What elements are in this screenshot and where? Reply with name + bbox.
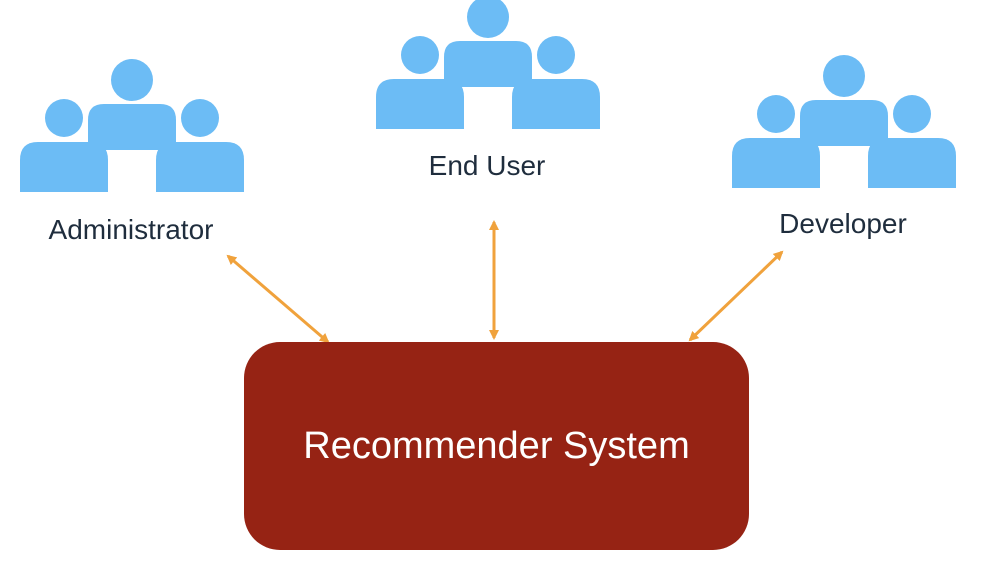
recommender-system-box: Recommender System xyxy=(244,342,749,550)
arrow-developer-system xyxy=(688,250,784,342)
end-user-group-icon xyxy=(376,0,600,129)
arrow-administrator-system xyxy=(226,254,330,344)
developer-group-icon xyxy=(732,55,956,188)
end-user-label: End User xyxy=(428,150,546,181)
administrator-label: Administrator xyxy=(48,214,214,245)
administrator-group-icon xyxy=(20,59,244,192)
recommender-system-label: Recommender System xyxy=(303,425,690,467)
developer-label: Developer xyxy=(779,208,907,239)
